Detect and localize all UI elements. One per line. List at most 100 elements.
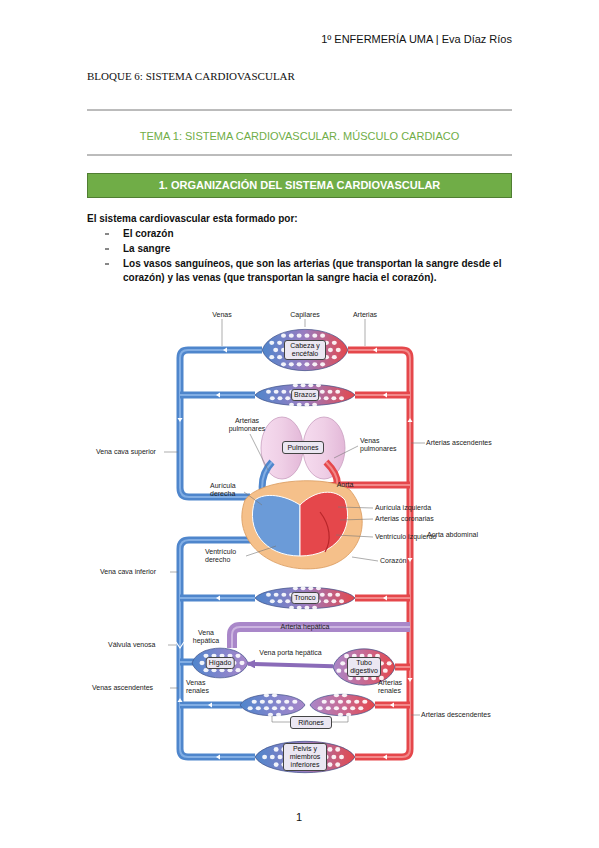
capillary-mesh [266,390,271,394]
leader-line [336,535,373,537]
right-heart [252,495,300,556]
capillary-mesh [335,747,340,752]
leader-line [411,715,420,716]
capillary-mesh [316,586,321,590]
capillary-mesh [346,713,351,717]
capillary-bed-outline [310,694,375,715]
capillary-mesh [320,390,325,394]
part-label: Arterias descendentes [421,711,511,719]
capillary-mesh [272,706,277,710]
vessel-highlight [180,540,255,757]
node-text: Hígado [209,659,232,667]
flow-arrow [216,393,220,398]
capillary-mesh [270,396,275,400]
capillary-mesh [304,362,309,366]
leader-line [222,319,223,346]
section-band: 1. ORGANIZACIÓN DEL SISTEMA CARDIOVASCUL… [87,173,512,198]
leader-line [352,557,378,561]
blood-vessel [355,392,410,399]
capillary-mesh [332,355,337,359]
page-header: 1º ENFERMERÍA UMA | Eva Díaz Ríos [300,33,512,45]
capillary-mesh [269,355,274,359]
flow-arrow [373,348,377,353]
leader-line [305,319,306,327]
flow-arrow [178,418,183,422]
capillary-mesh [338,700,343,704]
capillary-mesh [292,700,297,704]
page-number: 1 [289,811,309,823]
capillary-mesh [235,654,240,658]
capillary-mesh [330,700,335,704]
capillary-mesh [331,755,336,760]
flow-arrow [408,678,413,682]
blood-vessel [180,702,242,709]
node-text: Cabeza y encéfalo [287,342,323,358]
capillary-mesh [285,396,290,400]
capillary-mesh [324,599,329,603]
blood-vessel [180,540,255,757]
capillary-bed-outline [192,648,248,678]
vessel-connector [248,664,333,666]
block-heading: BLOQUE 6: SISTEMA CARDIOVASCULAR [87,70,387,82]
capillary-mesh [289,606,294,610]
capillary-mesh [334,693,339,697]
kidney-bed [240,693,305,716]
part-label: Aurícula derecha [210,482,244,498]
node-text: Tubo digestivo [350,659,378,675]
leader-line [411,443,425,444]
pericardium [242,481,362,569]
capillary-mesh [339,396,344,400]
flow-arrow [223,348,227,353]
capillary-mesh [342,693,347,697]
part-label: Aorta [330,481,360,489]
capillary-mesh [272,693,277,697]
capillary-mesh [281,593,286,597]
capillary-mesh [297,403,302,407]
vessel-highlight [355,394,410,396]
kidney-bed [310,693,375,716]
capillary-mesh [270,755,275,760]
capillary-mesh [297,362,302,366]
leader-line [365,319,366,346]
capillary-mesh [332,341,337,345]
blood-vessel [395,664,410,671]
leader-line [338,507,373,508]
leader-line [334,446,358,458]
organ-box: Riñones [290,716,332,729]
flow-arrow [383,393,387,398]
part-label: Aorta abdominal [427,531,507,539]
part-label: Corazón [380,557,430,565]
capillary-bed-outline [255,384,355,405]
capillary-mesh [278,396,283,400]
leader-line [244,492,262,505]
capillary-mesh [335,762,340,767]
part-label: Arteria hepática [270,623,340,631]
capillary-mesh [354,700,359,704]
blood-vessel [180,392,255,399]
capillary-mesh [312,334,317,338]
edge-label: Vena porta hepática [251,649,331,657]
capillary-bed-outline [262,329,348,370]
organ-label-box: Cabeza y encéfalo [284,340,326,360]
part-label: Arterias renales [378,679,412,695]
part-label: Aurícula izquierda [375,504,455,512]
vessel-highlight [355,597,410,599]
organ-label-box: Pelvis y miembros inferiores [283,743,327,771]
capillary-mesh [342,706,347,710]
leader-line [340,519,373,520]
flow-arrow [408,418,413,422]
flow-arrow [178,698,183,702]
flow-arrow [216,755,220,760]
capillary-mesh [320,334,325,338]
capillary-bed-outline [333,649,395,685]
node-text: Riñones [291,717,331,728]
capillary-mesh [328,762,333,767]
part-label: Venas renales [186,679,220,695]
valve-symbol [176,642,184,648]
capillary-mesh [293,586,298,590]
capillary-mesh [322,700,327,704]
capillary-mesh [281,362,286,366]
part-label: Venas pulmonares [360,437,398,453]
capillary-mesh [358,706,363,710]
